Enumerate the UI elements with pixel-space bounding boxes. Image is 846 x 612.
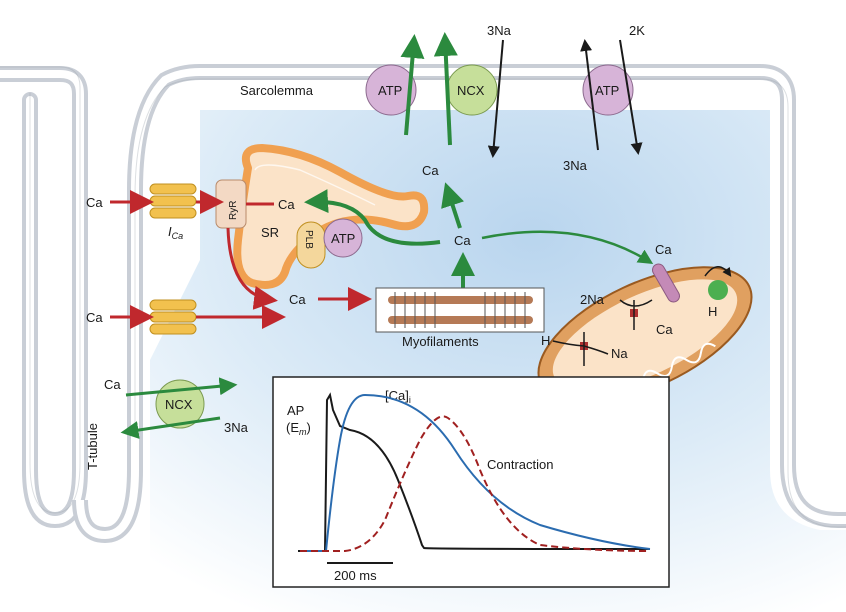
inset-scale-label: 200 ms — [334, 568, 377, 583]
ca-release-label: Ca — [278, 197, 295, 212]
inset-ap-label: AP — [287, 403, 304, 418]
ncx-tubule-ca-arrow — [125, 377, 238, 397]
serca-atp — [323, 218, 363, 258]
ca-mito-label: Ca — [655, 242, 672, 257]
atp-pump-1 — [365, 64, 417, 116]
two-na-label: 2Na — [580, 292, 605, 307]
sarcoplasmic-reticulum — [233, 144, 429, 289]
atp-pump-2-label: ATP — [595, 83, 619, 98]
ca-to-mito-arrow — [481, 230, 654, 264]
mito-na-h-arrows — [552, 332, 609, 366]
ncx-tubule-na-arrow — [120, 416, 221, 439]
inset-ca-label: [Ca]i — [385, 388, 411, 405]
sarcolemma-label: Sarcolemma — [240, 83, 314, 98]
atp-pump-2-k-arrow — [580, 39, 599, 151]
ca-center-label: Ca — [454, 233, 471, 248]
ica-label: ICa — [168, 224, 183, 241]
ca-channel-in-label: Ca — [86, 195, 103, 210]
mito-ca-uniporter — [652, 263, 680, 303]
ncx-tubule-label: NCX — [165, 397, 193, 412]
t-tubule-label: T-tubule — [85, 423, 100, 470]
inset-em-label: (Em) — [286, 420, 311, 437]
ca-below-ncx-label: Ca — [422, 163, 439, 178]
na-pump2-label: 3Na — [563, 158, 588, 173]
na-ncx-tubule-label: 3Na — [224, 420, 249, 435]
na-top-label: 3Na — [487, 23, 512, 38]
plb-label: PLB — [303, 230, 314, 249]
ryr-label: RyR — [228, 201, 239, 220]
h-mito-left-label: H — [541, 333, 550, 348]
ryr-to-cytosol-arrow — [226, 227, 278, 310]
t-tubule-wall — [72, 430, 143, 544]
ca-ncx-tubule-label: Ca — [104, 377, 121, 392]
mitochondrion-inner — [552, 279, 738, 391]
mito-h-transporter — [708, 280, 728, 300]
atp-pump-1-arrow — [400, 34, 425, 136]
trace-contraction — [300, 415, 651, 552]
myofilament-bar-lower — [388, 316, 533, 324]
na-mito-label: Na — [611, 346, 628, 361]
myofilament-ticks — [394, 292, 526, 328]
k-top-label: 2K — [629, 23, 645, 38]
ncx-top-na-arrow — [487, 39, 504, 158]
ca-mito-exchanger-label: Ca — [656, 322, 673, 337]
myofilaments-label: Myofilaments — [402, 334, 479, 349]
ca-lower-target-label: Ca — [289, 292, 306, 307]
myofilament-bar-upper — [388, 296, 533, 304]
mito-exchanger-arrows — [619, 299, 653, 330]
ncx-top-green-arrow — [433, 32, 458, 146]
ca-lower-in-label: Ca — [86, 310, 103, 325]
trace-ca — [300, 393, 651, 552]
h-mito-right-label: H — [708, 304, 717, 319]
serca-atp-label: ATP — [331, 231, 355, 246]
l-type-channel-lower — [149, 299, 197, 335]
atp-pump-2-na-arrow — [619, 39, 643, 155]
ncx-top-label: NCX — [457, 83, 485, 98]
sr-label: SR — [261, 225, 279, 240]
atp-pump-1-label: ATP — [378, 83, 402, 98]
ca-to-membrane-arrow — [441, 182, 464, 229]
trace-ap — [298, 392, 651, 552]
myofilaments-box — [375, 287, 545, 333]
mito-h-arrow — [704, 266, 732, 277]
atp-pump-2 — [582, 64, 634, 116]
l-type-channel-upper — [149, 183, 197, 219]
inset-contraction-label: Contraction — [487, 457, 553, 472]
ca-to-sr-arrow — [304, 189, 441, 246]
